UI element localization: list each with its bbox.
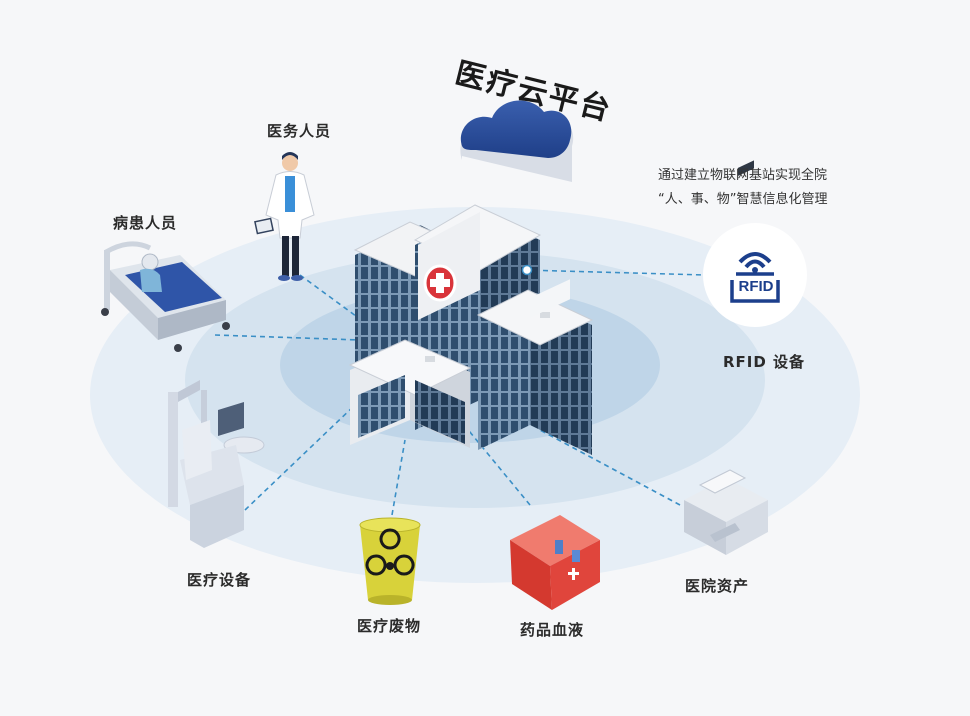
link-rfid — [524, 269, 706, 276]
label-hospital-assets: 医院资产 — [685, 577, 750, 595]
label-medicine-blood: 药品血液 — [520, 621, 585, 639]
cloud-icon — [460, 100, 574, 182]
first-aid-kit-icon — [510, 279, 600, 610]
connection-lines — [214, 269, 706, 516]
doctor-icon — [254, 152, 315, 281]
link-patients — [214, 334, 361, 341]
platform-description: 通过建立物联网基站实现全院 “人、事、物”智慧信息化管理 — [658, 164, 827, 212]
link-medical-equipment — [244, 404, 356, 511]
label-medical-equipment: 医疗设备 — [187, 571, 252, 589]
dental-chair-icon — [168, 380, 265, 548]
red-cross-icon — [423, 264, 457, 302]
description-line-2: “人、事、物”智慧信息化管理 — [658, 192, 828, 207]
description-line-1: 通过建立物联网基站实现全院 — [658, 168, 828, 183]
link-medical-waste — [391, 439, 406, 516]
label-medical-staff: 医务人员 — [267, 122, 332, 140]
label-rfid: RFID 设备 — [723, 353, 806, 371]
biohazard-symbol-icon — [365, 528, 415, 576]
label-medical-waste: 医疗废物 — [357, 617, 422, 635]
link-medicine-blood — [459, 419, 531, 506]
label-patients: 病患人员 — [113, 214, 178, 232]
rfid-device — [521, 223, 807, 327]
link-medical-staff — [299, 274, 376, 331]
rfid-icon — [728, 252, 782, 303]
hospital-building-icon — [348, 204, 594, 455]
patient-bed-icon — [101, 241, 230, 352]
biohazard-bin-icon — [359, 517, 421, 605]
rfid-badge-text: RFID — [738, 278, 774, 295]
cash-counter-icon — [684, 160, 768, 555]
